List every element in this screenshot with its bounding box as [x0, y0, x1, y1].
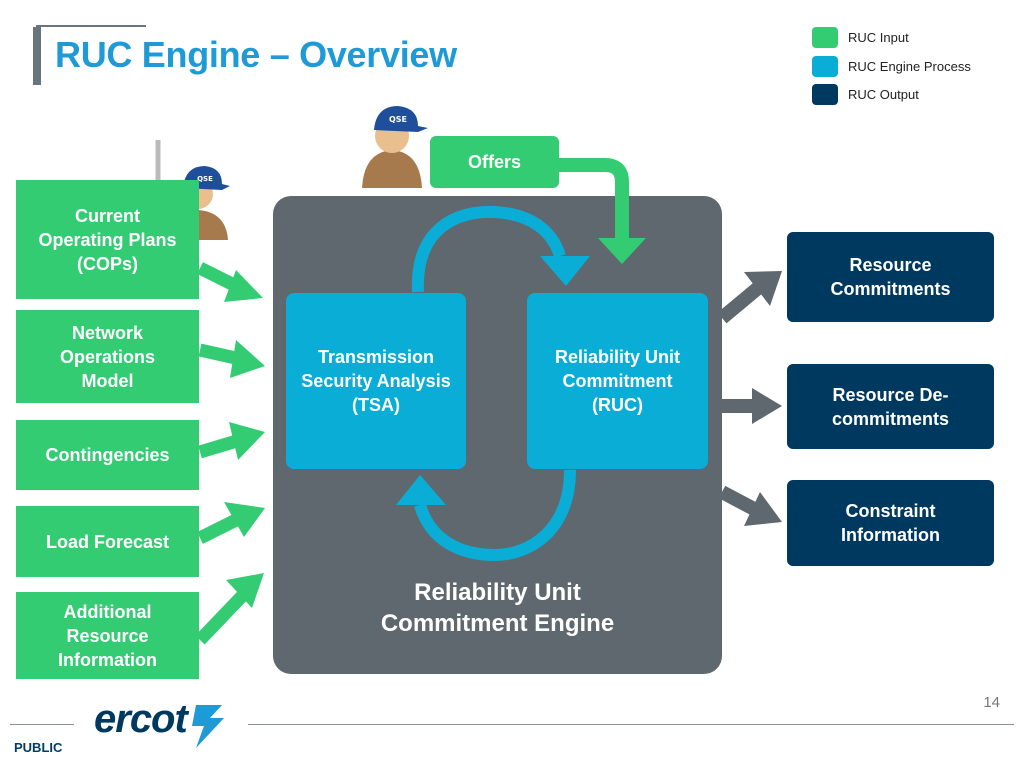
output-resource-commitments: Resource Commitments — [787, 232, 994, 322]
input-additional-resource-information: Additional Resource Information — [16, 592, 199, 679]
additional-arrow — [195, 573, 264, 645]
input-arrows — [195, 262, 265, 645]
cycle-arrow-bottom — [414, 469, 576, 562]
legend-item-ruc-input: RUC Input — [812, 26, 909, 48]
legend-label: RUC Input — [848, 29, 909, 45]
process-tsa: Transmission Security Analysis (TSA) — [286, 293, 466, 469]
contingencies-arrow — [198, 422, 265, 460]
offers-arrow-head — [598, 238, 646, 264]
process-ruc: Reliability Unit Commitment (RUC) — [527, 293, 708, 469]
output-arrows — [717, 271, 782, 526]
legend-label: RUC Engine Process — [848, 58, 971, 74]
legend-label: RUC Output — [848, 86, 919, 102]
ercot-logo-text: ercot — [94, 697, 188, 741]
qse-person-icon-top: QSE — [362, 106, 428, 188]
decommitments-arrow — [722, 388, 782, 424]
engine-label: Reliability Unit Commitment Engine — [380, 579, 615, 637]
input-network-operations-model: Network Operations Model — [16, 310, 199, 403]
cycle-arrow-top-head — [540, 256, 590, 286]
page-title: RUC Engine – Overview — [55, 34, 457, 75]
title-rule — [36, 25, 146, 27]
cycle-arrow-top — [411, 205, 566, 293]
legend-item-ruc-process: RUC Engine Process — [812, 55, 971, 77]
cycle-arrow-bottom-head — [396, 475, 446, 505]
input-contingencies: Contingencies — [16, 420, 199, 490]
title-accent-bar — [33, 27, 41, 85]
offers-arrow — [555, 158, 629, 238]
input-current-operating-plans: Current Operating Plans (COPs) — [16, 180, 199, 299]
network-arrow — [198, 340, 265, 378]
legend-swatch-process — [812, 55, 838, 77]
svg-text:QSE: QSE — [197, 175, 213, 183]
footer-rule-right — [248, 724, 1014, 725]
ercot-logo-mark — [192, 705, 224, 748]
cops-arrow — [197, 262, 263, 302]
legend-swatch-input — [812, 26, 838, 48]
legend-swatch-output — [812, 83, 838, 105]
output-resource-decommitments: Resource De- commitments — [787, 364, 994, 449]
load-forecast-arrow — [197, 502, 265, 544]
input-offers: Offers — [430, 136, 559, 188]
classification-label: PUBLIC — [14, 740, 63, 755]
legend-item-ruc-output: RUC Output — [812, 83, 919, 105]
svg-text:QSE: QSE — [389, 115, 407, 124]
input-load-forecast: Load Forecast — [16, 506, 199, 577]
commitments-arrow — [717, 271, 782, 324]
footer-rule-left — [10, 724, 74, 725]
output-constraint-information: Constraint Information — [787, 480, 994, 566]
constraints-arrow — [718, 485, 782, 526]
page-number: 14 — [983, 694, 1000, 711]
